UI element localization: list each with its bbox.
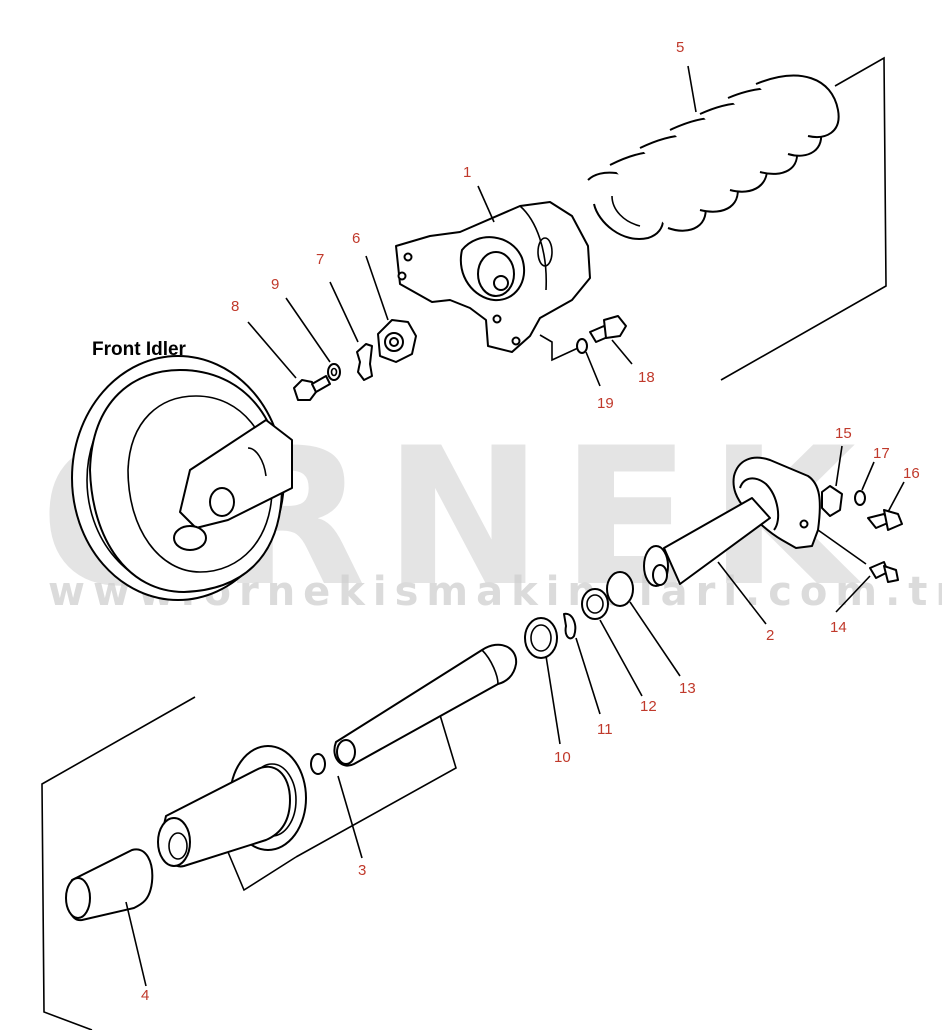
o-ring-3 [310, 753, 326, 775]
yoke-bracket [395, 201, 591, 353]
bracket-part-18-19 [539, 334, 579, 362]
part-label-1: 1 [463, 164, 471, 181]
part-label-19: 19 [597, 395, 614, 412]
part-label-3: 3 [358, 862, 366, 879]
o-ring-13 [606, 571, 634, 607]
part-label-12: 12 [640, 698, 657, 715]
part-label-18: 18 [638, 369, 655, 386]
part-label-6: 6 [352, 230, 360, 247]
washer-9 [327, 363, 341, 381]
part-label-13: 13 [679, 680, 696, 697]
bracket-part-3b [227, 851, 297, 892]
part-label-10: 10 [554, 749, 571, 766]
washer-19 [576, 338, 588, 354]
support-shaft-assembly [643, 456, 821, 587]
idler-shaft [333, 643, 518, 767]
lock-plate-15 [821, 485, 843, 517]
bolt-18 [589, 315, 627, 343]
right-hardware [821, 485, 903, 583]
part-label-7: 7 [316, 251, 324, 268]
part-label-15: 15 [835, 425, 852, 442]
washer-17 [854, 490, 866, 506]
part-label-14: 14 [830, 619, 847, 636]
part-label-17: 17 [873, 445, 890, 462]
part-label-4: 4 [141, 987, 149, 1004]
lock-plate [356, 343, 373, 381]
bolt-8 [293, 375, 331, 401]
hub-with-flange [157, 745, 307, 868]
bracket-part-3 [295, 714, 457, 858]
part-label-5: 5 [676, 39, 684, 56]
part-number-labels: 1 2 3 4 5 6 7 8 9 10 11 12 13 14 15 16 1… [141, 39, 920, 1004]
bushing [65, 848, 154, 922]
front-idler-wheel [71, 355, 293, 601]
diagram-caption: Front Idler [92, 339, 187, 360]
snap-ring-11 [563, 612, 577, 640]
bracket-lower [41, 696, 196, 1030]
nut [377, 319, 417, 363]
ring-12 [581, 588, 609, 620]
bracket-upper [720, 56, 887, 381]
part-label-9: 9 [271, 276, 279, 293]
group-brackets [41, 56, 887, 1030]
part-label-16: 16 [903, 465, 920, 482]
seals-and-rings [524, 571, 634, 659]
part-label-8: 8 [231, 298, 239, 315]
recoil-spring [587, 74, 840, 241]
part-label-2: 2 [766, 627, 774, 644]
leader-lines [125, 65, 905, 987]
seal-10 [524, 617, 558, 659]
part-label-11: 11 [597, 721, 613, 738]
